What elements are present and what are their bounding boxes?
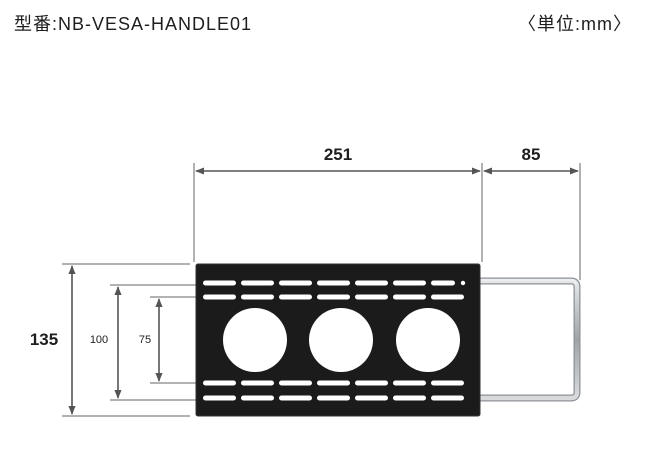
slot [203,380,236,386]
slot [203,395,236,401]
height-label: 135 [30,330,58,349]
slot [393,280,426,286]
chrome-handle [470,277,581,402]
slot [393,380,426,386]
vesa-plate [195,263,481,417]
slot [203,294,236,300]
large-hole [309,308,373,372]
large-holes [223,308,460,372]
slot [279,380,312,386]
slot [241,395,274,401]
mounting-screw-hole [460,280,466,286]
slot [317,380,350,386]
slot [241,280,274,286]
unit-label: 〈単位:mm〉 [518,14,632,34]
slot [241,294,274,300]
slot [317,395,350,401]
slot [279,395,312,401]
slot [279,280,312,286]
slot [317,280,350,286]
slot [355,395,388,401]
slot [431,280,455,286]
slot [431,395,464,401]
width-label: 251 [324,145,352,164]
extension-lines [62,163,581,417]
large-hole [223,308,287,372]
slot [355,294,388,300]
slot [355,280,388,286]
slot [317,294,350,300]
slot [393,395,426,401]
slot [203,280,236,286]
slot [431,380,464,386]
large-hole [396,308,460,372]
slot [355,380,388,386]
slot [279,294,312,300]
handle-depth-label: 85 [522,145,541,164]
hole-spacing-outer-label: 100 [90,334,108,346]
slot [241,380,274,386]
slot-pattern [203,280,464,401]
model-number: 型番:NB-VESA-HANDLE01 [14,14,253,34]
slot [431,294,464,300]
slot [393,294,426,300]
hole-spacing-inner-label: 75 [139,334,151,346]
